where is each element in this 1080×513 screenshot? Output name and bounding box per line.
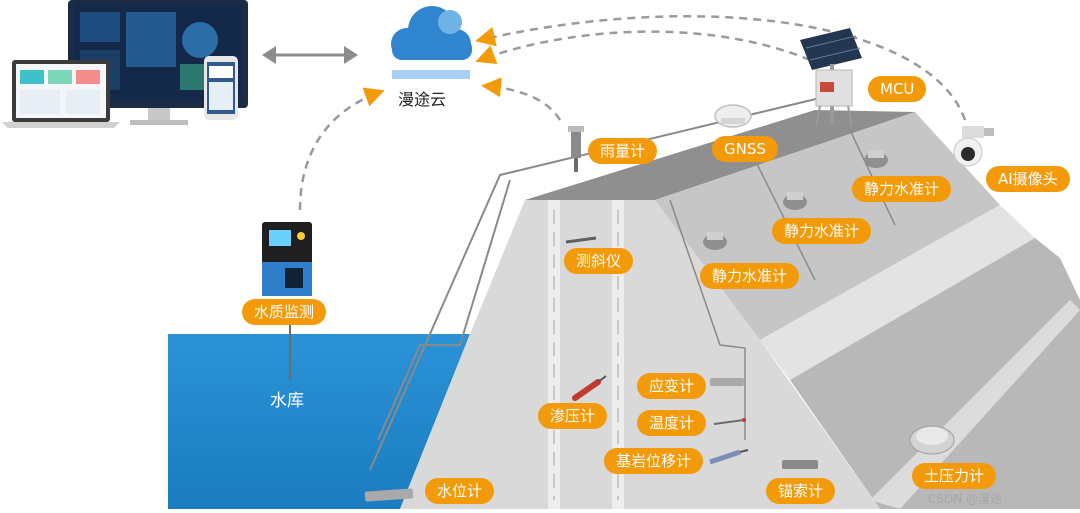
leveling-device-low	[703, 232, 727, 250]
sync-arrow-left	[262, 46, 276, 64]
label-gnss: GNSS	[712, 136, 778, 162]
link-rain-cloud	[481, 77, 562, 121]
cable-main	[369, 97, 821, 471]
link-camera-cloud	[475, 15, 967, 121]
ai-camera-device	[953, 126, 994, 167]
reservoir-label: 水库	[270, 391, 304, 411]
bedrock-meter-device	[709, 449, 749, 465]
cloud-label: 漫途云	[398, 90, 447, 109]
reservoir-water	[168, 334, 470, 509]
dam-toe-strip	[870, 300, 1080, 509]
rain-gauge-device	[568, 126, 584, 172]
label-thermometer: 温度计	[637, 410, 707, 436]
water-level-device	[364, 488, 414, 502]
dam-berm	[760, 205, 1035, 380]
watermark: CSDN @漫途	[928, 492, 1003, 506]
link-water-quality-cloud	[298, 87, 385, 211]
label-water-quality: 水质监测	[242, 299, 327, 325]
inclinometer-probe	[565, 236, 597, 244]
cable-leveling	[669, 199, 746, 440]
cloud-icon	[391, 6, 472, 79]
monitor-devices	[2, 0, 248, 128]
label-earth-pressure: 土压力计	[912, 463, 997, 489]
leveling-device-top	[864, 150, 888, 168]
label-ai-camera: AI摄像头	[986, 166, 1070, 192]
label-water-level: 水位计	[425, 478, 495, 504]
thermometer-device	[713, 419, 745, 425]
sync-arrow-right	[344, 46, 358, 64]
water-quality-device	[262, 222, 312, 296]
label-anchor-meter: 锚索计	[766, 478, 836, 504]
label-piezometer: 渗压计	[538, 403, 608, 429]
label-leveling-top: 静力水准计	[852, 176, 952, 202]
mcu-station	[800, 28, 862, 127]
link-mcu-cloud	[475, 30, 811, 65]
strain-gauge-device	[710, 378, 744, 386]
label-leveling-low: 静力水准计	[700, 263, 800, 289]
leveling-device-mid	[783, 192, 807, 210]
label-inclinometer: 测斜仪	[564, 248, 634, 274]
label-strain-gauge: 应变计	[637, 373, 707, 399]
piezometer-device	[572, 375, 607, 401]
label-rain-gauge: 雨量计	[588, 138, 658, 164]
earth-pressure-device	[909, 425, 955, 455]
label-bedrock-meter: 基岩位移计	[604, 448, 704, 474]
label-leveling-mid: 静力水准计	[772, 218, 872, 244]
dam-downstream-lower	[790, 238, 1080, 509]
cable-inner	[377, 179, 511, 441]
anchor-meter-device	[782, 460, 818, 469]
label-mcu: MCU	[868, 76, 927, 102]
dam-upstream-face	[400, 200, 880, 509]
